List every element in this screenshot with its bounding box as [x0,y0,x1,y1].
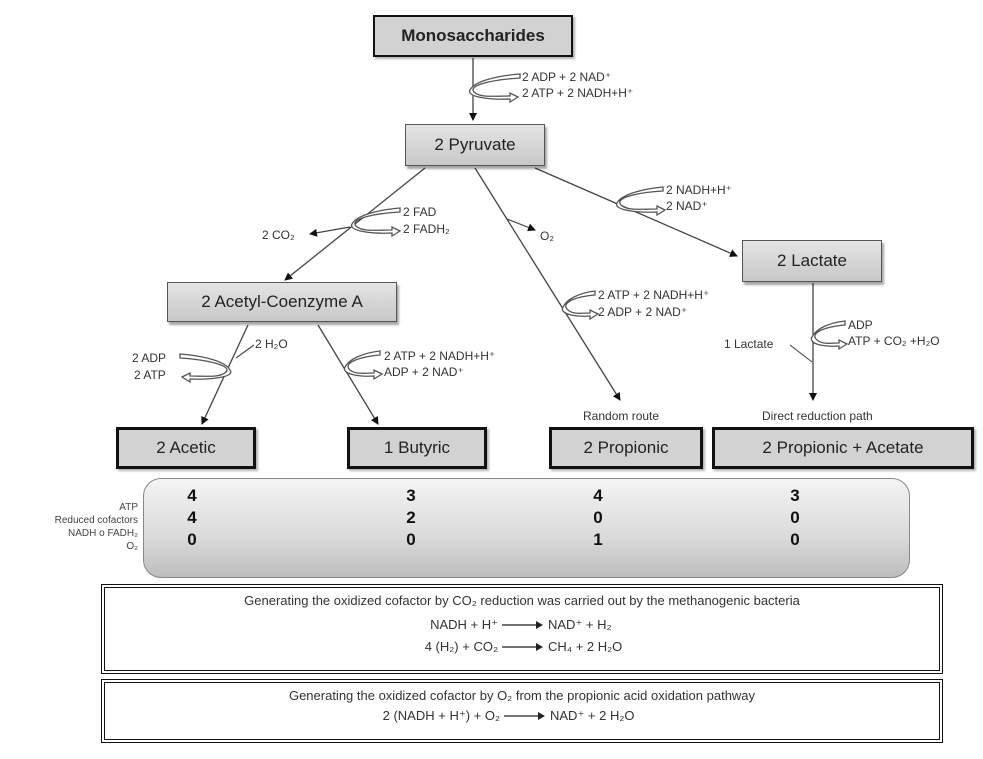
methanogenic-eq1-right: NAD⁺ + H₂ [548,617,612,632]
arrow-co2-release [309,226,351,237]
node-propionic-acetate-label: 2 Propionic + Acetate [762,438,924,457]
summary-column-butyric: 3 2 0 [396,487,426,548]
lactate-route-curved-arrow [810,320,849,351]
summary-column-propionic: 4 0 1 [583,487,613,548]
row-label-nadh-fadh2: NADH o FADH₂ [67,528,138,539]
summary-column-acetic: 4 4 0 [177,487,207,548]
propionic-o2: 1 [593,530,603,549]
pdh-curved-arrow [351,207,402,238]
node-butyric: 1 Butyric [347,427,487,469]
summary-panel [143,478,910,578]
methanogenic-eq2-right: CH₄ + 2 H₂O [548,639,623,654]
node-acetic-label: 2 Acetic [156,438,216,457]
oxygen-panel: Generating the oxidized cofactor by O₂ f… [101,679,943,743]
butyric-o2: 0 [406,530,416,549]
arrow-o2-branch [506,218,536,232]
butyric-atp: 3 [406,486,416,505]
summary-column-propionic-acetate: 3 0 0 [780,487,810,548]
node-acetyl-coa-label: 2 Acetyl-Coenzyme A [201,292,363,311]
propionic-atp: 4 [593,486,603,505]
propionic-curved-arrow [561,290,600,321]
methanogenic-panel: Generating the oxidized cofactor by CO₂ … [101,584,943,674]
one-lactate-leader [789,344,813,363]
oxygen-panel-title: Generating the oxidized cofactor by O₂ f… [288,688,756,703]
oxygen-eq1-arrow [504,712,545,720]
arrow-pyruvate-to-propionic [474,167,621,401]
acetic-atp: 4 [187,486,197,505]
node-pyruvate: 2 Pyruvate [405,124,545,166]
acetic-input: 2 ADP [132,351,167,365]
pdh-input: 2 FAD [403,205,437,219]
butyric-input: 2 ATP + 2 NADH+H⁺ [384,349,496,363]
row-label-atp: ATP [119,502,138,513]
butyric-curved-arrow [343,350,384,381]
lactate-output: 2 NAD⁺ [666,199,708,213]
curved-arrows [179,73,849,384]
propionic-reduced-cofactors: 0 [593,508,603,527]
methanogenic-panel-title: Generating the oxidized cofactor by CO₂ … [244,593,800,608]
propionic-input: 2 ATP + 2 NADH+H⁺ [598,288,710,302]
methanogenic-eq2-left: 4 (H₂) + CO₂ [424,639,498,654]
node-propionic-acetate: 2 Propionic + Acetate [712,427,974,469]
acetic-water-label: 2 H₂O [255,337,288,351]
node-acetyl-coa: 2 Acetyl-Coenzyme A [167,282,397,322]
oxygen-eq1-right: NAD⁺ + 2 H₂O [550,708,635,723]
node-propionic-label: 2 Propionic [583,438,669,457]
o2-branch-label: O₂ [540,229,554,243]
butyric-output: ADP + 2 NAD⁺ [384,365,464,379]
node-monosaccharides: Monosaccharides [373,15,573,57]
row-label-reduced-cofactors: Reduced cofactors [54,515,138,526]
acetic-output: 2 ATP [134,368,166,382]
propionic-acetate-reduced-cofactors: 0 [790,508,800,527]
water-leader [235,344,255,359]
oxygen-eq1-left: 2 (NADH + H⁺) + O₂ [382,708,500,723]
node-lactate: 2 Lactate [742,240,882,282]
random-route-label: Random route [583,409,660,423]
glycolysis-input: 2 ADP + 2 NAD⁺ [522,70,612,84]
propionic-acetate-o2: 0 [790,530,800,549]
node-monosaccharides-label: Monosaccharides [401,26,545,45]
arrow-acetyl-coa-to-butyric [317,324,379,425]
node-acetic: 2 Acetic [116,427,256,469]
methanogenic-eq2-arrow [502,643,543,651]
acetic-reduced-cofactors: 4 [187,508,197,527]
lactate-input: 2 NADH+H⁺ [666,183,733,197]
glycolysis-output: 2 ATP + 2 NADH+H⁺ [522,86,634,100]
pdh-output: 2 FADH₂ [403,222,450,236]
butyric-reduced-cofactors: 2 [406,508,416,527]
row-label-o2: O₂ [126,541,138,552]
one-lactate-label: 1 Lactate [724,337,774,351]
acetic-curved-arrow [179,353,232,384]
node-propionic: 2 Propionic [549,427,703,469]
glycolysis-curved-arrow [469,73,521,104]
node-butyric-label: 1 Butyric [383,438,451,457]
node-pyruvate-label: 2 Pyruvate [434,135,516,154]
methanogenic-eq1-left: NADH + H⁺ [430,617,498,632]
direct-reduction-label: Direct reduction path [762,409,873,423]
lactate-curved-arrow [616,186,667,217]
propionic-output: 2 ADP + 2 NAD⁺ [598,305,688,319]
methanogenic-eq1-arrow [502,621,543,629]
lactate-route-output: ATP + CO₂ +H₂O [848,334,940,348]
propionic-acetate-atp: 3 [790,486,800,505]
node-lactate-label: 2 Lactate [777,251,847,270]
lactate-route-input: ADP [848,318,873,332]
co2-release-label: 2 CO₂ [262,228,295,242]
acetic-o2: 0 [187,530,197,549]
